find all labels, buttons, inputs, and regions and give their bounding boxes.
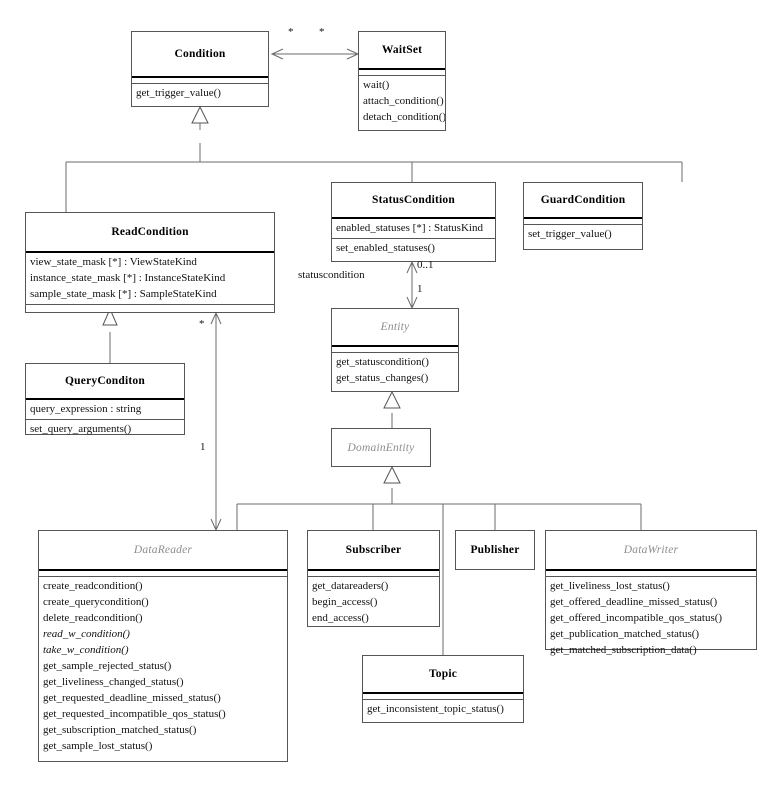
operation-item: get_requested_deadline_missed_status() bbox=[43, 692, 221, 704]
role-label-statuscondition: statuscondition bbox=[298, 269, 365, 281]
operation-item: get_trigger_value() bbox=[136, 87, 221, 99]
class-topic[interactable]: Topic get_inconsistent_topic_status() bbox=[362, 655, 524, 723]
operation-item: get_liveliness_lost_status() bbox=[550, 580, 670, 592]
attribute-item: sample_state_mask [*] : SampleStateKind bbox=[30, 288, 217, 300]
multiplicity-condition-waitset-target: * bbox=[319, 26, 325, 38]
class-name-condition: Condition bbox=[174, 48, 226, 60]
operation-item: take_w_condition() bbox=[43, 644, 129, 656]
class-publisher[interactable]: Publisher bbox=[455, 530, 535, 570]
operation-item: wait() bbox=[363, 79, 390, 91]
class-name-statuscondition: StatusCondition bbox=[372, 194, 455, 206]
operations-subscriber: get_datareaders() begin_access() end_acc… bbox=[308, 576, 439, 628]
operation-item: get_liveliness_changed_status() bbox=[43, 676, 184, 688]
multiplicity-readcondition-datareader-source: * bbox=[199, 318, 205, 330]
multiplicity-condition-waitset-source: * bbox=[288, 26, 294, 38]
operation-item: get_offered_incompatible_qos_status() bbox=[550, 612, 723, 624]
attributes-topic bbox=[363, 692, 523, 699]
operation-item: set_trigger_value() bbox=[528, 228, 612, 240]
class-name-domainentity: DomainEntity bbox=[347, 441, 415, 454]
multiplicity-statuscondition-entity-source: 0..1 bbox=[417, 259, 434, 271]
attributes-querycondition: query_expression : string bbox=[26, 398, 184, 419]
class-name-datareader: DataReader bbox=[133, 544, 193, 556]
attributes-guardcondition bbox=[524, 217, 642, 224]
class-datareader[interactable]: DataReader create_readcondition() create… bbox=[38, 530, 288, 762]
class-name-publisher: Publisher bbox=[470, 544, 520, 556]
class-entity[interactable]: Entity get_statuscondition() get_status_… bbox=[331, 308, 459, 392]
operations-condition: get_trigger_value() bbox=[132, 83, 268, 103]
operation-item: get_requested_incompatible_qos_status() bbox=[43, 708, 226, 720]
class-name-subscriber: Subscriber bbox=[345, 544, 402, 556]
operations-statuscondition: set_enabled_statuses() bbox=[332, 238, 495, 258]
class-name-waitset: WaitSet bbox=[381, 44, 423, 56]
operation-item: get_inconsistent_topic_status() bbox=[367, 703, 504, 715]
class-domainentity[interactable]: DomainEntity bbox=[331, 428, 431, 467]
operations-readcondition bbox=[26, 304, 274, 314]
class-name-datawriter: DataWriter bbox=[623, 544, 679, 556]
attributes-datareader bbox=[39, 569, 287, 576]
operation-item: end_access() bbox=[312, 612, 369, 624]
class-waitset[interactable]: WaitSet wait() attach_condition() detach… bbox=[358, 31, 446, 131]
class-guardcondition[interactable]: GuardCondition set_trigger_value() bbox=[523, 182, 643, 250]
operation-item: get_matched_subscription_data() bbox=[550, 644, 697, 656]
operation-item: get_publication_matched_status() bbox=[550, 628, 700, 640]
operation-item: get_sample_rejected_status() bbox=[43, 660, 172, 672]
operations-datareader: create_readcondition() create_querycondi… bbox=[39, 576, 287, 756]
operation-item: create_querycondition() bbox=[43, 596, 149, 608]
operation-item: delete_readcondition() bbox=[43, 612, 143, 624]
operation-item: get_sample_lost_status() bbox=[43, 740, 153, 752]
operations-entity: get_statuscondition() get_status_changes… bbox=[332, 352, 458, 388]
operation-item: get_status_changes() bbox=[336, 372, 429, 384]
operation-item: get_statuscondition() bbox=[336, 356, 429, 368]
class-querycondition[interactable]: QueryConditon query_expression : string … bbox=[25, 363, 185, 435]
multiplicity-readcondition-datareader-target: 1 bbox=[200, 441, 206, 453]
attributes-readcondition: view_state_mask [*] : ViewStateKind inst… bbox=[26, 251, 274, 304]
class-name-guardcondition: GuardCondition bbox=[540, 194, 626, 206]
class-subscriber[interactable]: Subscriber get_datareaders() begin_acces… bbox=[307, 530, 440, 627]
operation-item: set_enabled_statuses() bbox=[336, 242, 435, 254]
operations-querycondition: set_query_arguments() bbox=[26, 419, 184, 439]
attributes-entity bbox=[332, 345, 458, 352]
class-name-entity: Entity bbox=[380, 321, 410, 333]
operation-item: get_datareaders() bbox=[312, 580, 389, 592]
operations-guardcondition: set_trigger_value() bbox=[524, 224, 642, 244]
operations-waitset: wait() attach_condition() detach_conditi… bbox=[359, 75, 445, 127]
attribute-item: enabled_statuses [*] : StatusKind bbox=[336, 222, 483, 234]
attribute-item: query_expression : string bbox=[30, 403, 142, 415]
class-statuscondition[interactable]: StatusCondition enabled_statuses [*] : S… bbox=[331, 182, 496, 262]
operation-item: set_query_arguments() bbox=[30, 423, 132, 435]
operation-item: create_readcondition() bbox=[43, 580, 143, 592]
class-condition[interactable]: Condition get_trigger_value() bbox=[131, 31, 269, 107]
attributes-condition bbox=[132, 76, 268, 83]
operation-item: begin_access() bbox=[312, 596, 378, 608]
operation-item: read_w_condition() bbox=[43, 628, 130, 640]
class-name-querycondition: QueryConditon bbox=[65, 375, 145, 387]
attribute-item: instance_state_mask [*] : InstanceStateK… bbox=[30, 272, 226, 284]
attribute-item: view_state_mask [*] : ViewStateKind bbox=[30, 256, 197, 268]
class-name-readcondition: ReadCondition bbox=[111, 226, 189, 238]
operation-item: get_offered_deadline_missed_status() bbox=[550, 596, 718, 608]
attributes-waitset bbox=[359, 68, 445, 75]
operations-datawriter: get_liveliness_lost_status() get_offered… bbox=[546, 576, 756, 660]
operations-topic: get_inconsistent_topic_status() bbox=[363, 699, 523, 719]
attributes-statuscondition: enabled_statuses [*] : StatusKind bbox=[332, 217, 495, 238]
class-readcondition[interactable]: ReadCondition view_state_mask [*] : View… bbox=[25, 212, 275, 313]
operation-item: detach_condition() bbox=[363, 111, 445, 123]
attributes-datawriter bbox=[546, 569, 756, 576]
class-name-topic: Topic bbox=[428, 668, 458, 680]
multiplicity-statuscondition-entity-target: 1 bbox=[417, 283, 423, 295]
operation-item: attach_condition() bbox=[363, 95, 444, 107]
class-datawriter[interactable]: DataWriter get_liveliness_lost_status() … bbox=[545, 530, 757, 656]
attributes-subscriber bbox=[308, 569, 439, 576]
operation-item: get_subscription_matched_status() bbox=[43, 724, 197, 736]
